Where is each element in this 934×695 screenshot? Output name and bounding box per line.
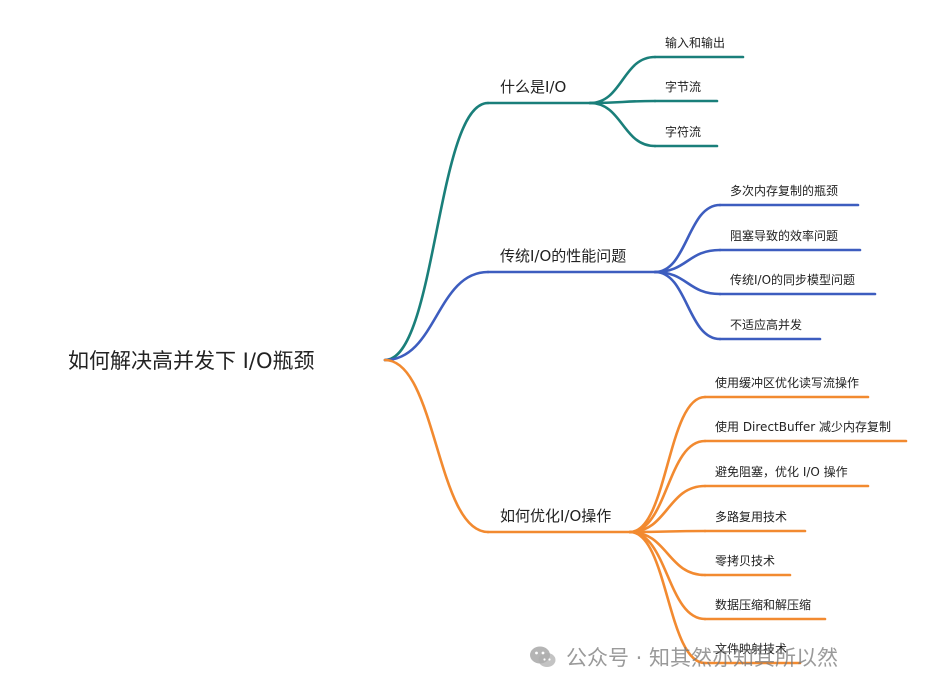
branch-0-leaf-0-label: 输入和输出 (665, 35, 725, 50)
branch-0-leaf-1-label: 字节流 (665, 79, 701, 94)
branch-1-leaf-2-label: 传统I/O的同步模型问题 (730, 272, 855, 287)
branch-1-leaf-3-label: 不适应高并发 (730, 317, 802, 332)
branch-2-leaf-2-label: 避免阻塞，优化 I/O 操作 (715, 464, 848, 479)
watermark-text: 公众号 · 知其然亦知其所以然 (566, 646, 839, 670)
watermark: 公众号 · 知其然亦知其所以然 (528, 640, 838, 674)
branch-2-leaf-0-edge (628, 395, 707, 534)
branch-2-leaf-6-label: 文件映射技术 (715, 641, 787, 656)
branch-2-leaf-3-label: 多路复用技术 (715, 509, 787, 524)
branch-1-leaf-0-edge (653, 203, 722, 274)
branch-0-leaf-0-edge (588, 55, 657, 105)
branch-2-leaf-4-edge (628, 530, 707, 577)
branch-0-label: 什么是I/O (500, 78, 566, 96)
branch-1-edge (383, 270, 490, 362)
branch-2-leaf-1-label: 使用 DirectBuffer 减少内存复制 (715, 419, 891, 434)
root-node-label: 如何解决高并发下 I/O瓶颈 (68, 349, 314, 373)
branch-1-leaf-0-label: 多次内存复制的瓶颈 (730, 183, 838, 198)
wechat-icon (530, 646, 556, 667)
branch-2-leaf-0-label: 使用缓冲区优化读写流操作 (715, 375, 859, 390)
branch-1-leaf-1-label: 阻塞导致的效率问题 (730, 228, 838, 243)
branch-2-leaf-2-edge (628, 484, 707, 534)
branch-2-leaf-5-label: 数据压缩和解压缩 (715, 597, 811, 612)
branch-1-label: 传统I/O的性能问题 (500, 247, 626, 265)
branch-0-leaf-2-label: 字符流 (665, 124, 701, 139)
branch-1-leaf-3-edge (653, 270, 722, 341)
branch-2-edge (383, 358, 490, 534)
branch-2-leaf-5-edge (628, 530, 707, 621)
branch-2-label: 如何优化I/O操作 (500, 507, 611, 525)
branch-2-leaf-3-edge (628, 529, 707, 534)
branch-2-leaf-1-edge (628, 439, 707, 534)
branch-2-leaf-6-edge (628, 530, 707, 665)
branch-2-leaf-4-label: 零拷贝技术 (715, 553, 775, 568)
edges-layer (383, 55, 908, 665)
branch-0-leaf-2-edge (588, 101, 657, 148)
branch-0-edge (383, 101, 490, 362)
